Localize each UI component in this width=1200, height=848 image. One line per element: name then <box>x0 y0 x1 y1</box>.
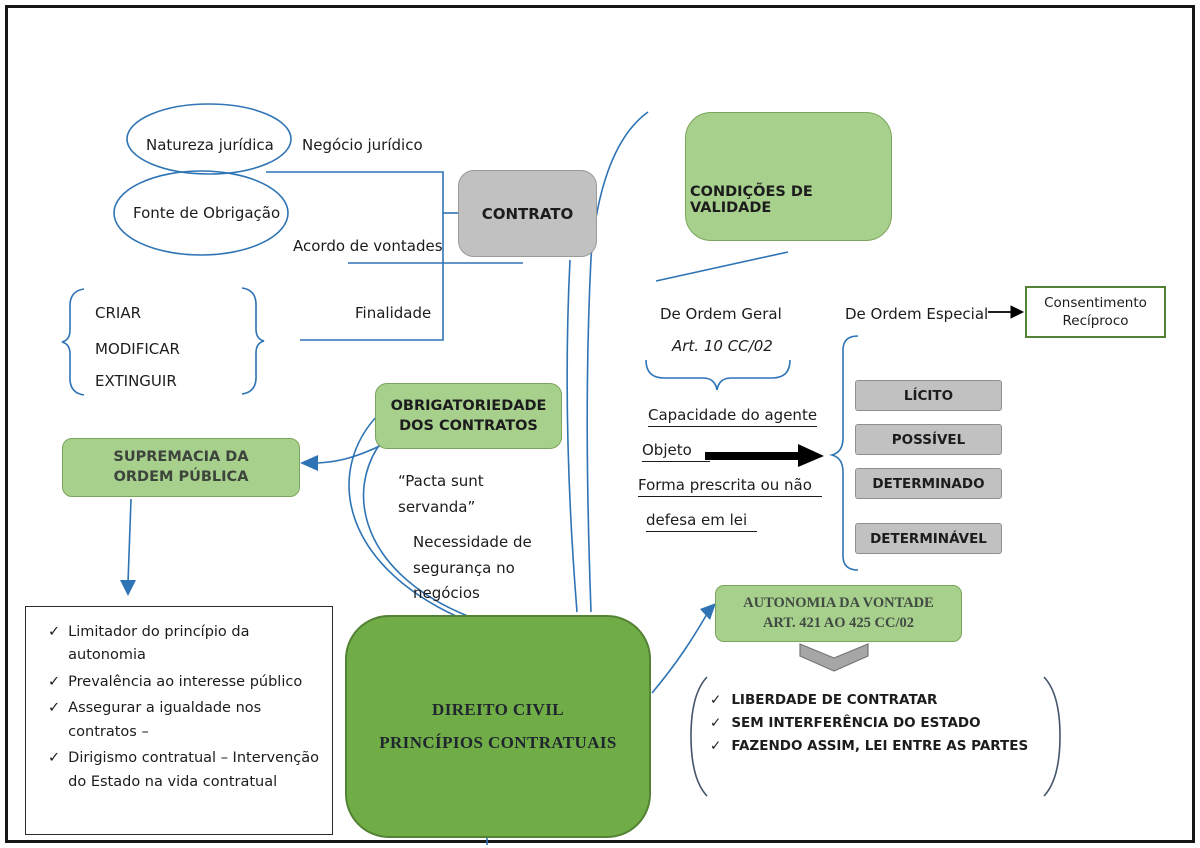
direito-civil-line1: DIREITO CIVIL <box>432 700 564 719</box>
check-icon: ✓ <box>710 715 722 731</box>
autonomia-list-paren-right <box>1043 676 1061 797</box>
autonomia-list-paren-left <box>690 676 708 797</box>
direito-civil-box: DIREITO CIVIL PRINCÍPIOS CONTRATUAIS <box>345 615 651 838</box>
condicoes-validade-box: CONDIÇÕES DE VALIDADE <box>685 112 892 241</box>
consentimento-reciproco-label: Consentimento Recíproco <box>1044 294 1147 329</box>
acordo-vontades-label: Acordo de vontades <box>293 237 443 255</box>
requisito-capacidade: Capacidade do agente <box>648 406 818 427</box>
requisito-forma: Forma prescrita ou não <box>638 476 822 497</box>
check-icon: ✓ <box>710 738 722 754</box>
ordem-especial-arrowhead-icon <box>1010 305 1025 319</box>
checklist-item-text: Dirigismo contratual – Intervenção do Es… <box>68 750 320 790</box>
consentimento-reciproco-box: Consentimento Recíproco <box>1025 286 1166 338</box>
checklist-item-text: Prevalência ao interesse público <box>68 673 303 690</box>
natureza-juridica-label: Natureza jurídica <box>146 136 274 154</box>
autonomia-checklist: ✓ LIBERDADE DE CONTRATAR ✓ SEM INTERFERÊ… <box>710 692 1058 754</box>
atributo-licito-box: LÍCITO <box>855 380 1002 411</box>
checklist-item-text: Limitador do princípio da autonomia <box>68 624 250 664</box>
ordem-geral-underbrace <box>645 359 791 391</box>
atributo-determinado-label: DETERMINADO <box>872 475 985 492</box>
objeto-arrow-icon <box>705 444 824 467</box>
atributo-licito-label: LÍCITO <box>903 387 954 404</box>
atributo-determinavel-box: DETERMINÁVEL <box>855 523 1002 554</box>
check-icon: ✓ <box>710 692 722 708</box>
obrig-supremacia-arrowhead-icon <box>300 455 318 471</box>
contrato-direito-curve-1 <box>586 257 592 613</box>
requisito-objeto: Objeto <box>642 441 710 462</box>
check-icon: ✓ <box>48 750 61 767</box>
checklist-item-text: LIBERDADE DE CONTRATAR <box>731 692 938 708</box>
atributo-possivel-box: POSSÍVEL <box>855 424 1002 455</box>
ordem-especial-title: De Ordem Especial <box>845 305 989 323</box>
verbos-brace-left <box>61 288 85 396</box>
verbo-criar-label: CRIAR <box>95 304 142 322</box>
direito-autonomia-arrow-line <box>651 613 708 694</box>
checklist-item: ✓ LIBERDADE DE CONTRATAR <box>710 692 1058 708</box>
contrato-direito-curve-2 <box>566 259 578 613</box>
condicoes-validade-label: CONDIÇÕES DE VALIDADE <box>690 184 813 216</box>
direito-obrig-curve-2 <box>362 429 471 618</box>
condicoes-contrato-curve <box>590 111 649 259</box>
fonte-obrigacao-label: Fonte de Obrigação <box>133 204 281 222</box>
contrato-label: CONTRATO <box>481 204 574 223</box>
verbo-extinguir-label: EXTINGUIR <box>95 372 177 390</box>
requisito-defesa: defesa em lei <box>646 511 758 532</box>
check-icon: ✓ <box>48 700 61 717</box>
autonomia-arrowhead-icon <box>700 603 716 620</box>
verbos-brace-right <box>241 287 265 395</box>
atributos-brace <box>828 335 859 571</box>
pacta-sunt-servanda-quote: “Pacta sunt servanda” <box>398 472 484 517</box>
checklist-item-text: FAZENDO ASSIM, LEI ENTRE AS PARTES <box>731 738 1029 754</box>
checklist-item: ✓ Assegurar a igualdade nos contratos – <box>48 697 326 744</box>
finalidade-label: Finalidade <box>355 304 432 322</box>
checklist-item-text: Assegurar a igualdade nos contratos – <box>68 700 262 740</box>
checklist-item: ✓ FAZENDO ASSIM, LEI ENTRE AS PARTES <box>710 738 1058 754</box>
supremacia-box: SUPREMACIA DA ORDEM PÚBLICA <box>62 438 300 497</box>
fonte-ellipse <box>113 170 289 256</box>
atributo-determinavel-label: DETERMINÁVEL <box>870 530 987 547</box>
checklist-item: ✓ Limitador do princípio da autonomia <box>48 621 326 668</box>
supremacia-arrowhead-icon <box>120 580 136 596</box>
direito-obrig-curve-1 <box>348 413 459 618</box>
checklist-item-text: SEM INTERFERÊNCIA DO ESTADO <box>731 715 981 731</box>
autonomia-line2: ART. 421 AO 425 CC/02 <box>762 615 915 631</box>
negocio-juridico-label: Negócio jurídico <box>302 136 423 154</box>
obrigatoriedade-label: OBRIGATORIEDADE DOS CONTRATOS <box>390 397 547 434</box>
supremacia-checklist-box: ✓ Limitador do princípio da autonomia ✓ … <box>25 606 333 835</box>
check-icon: ✓ <box>48 673 61 690</box>
verbo-modificar-label: MODIFICAR <box>95 340 180 358</box>
necessidade-seguranca-note: Necessidade de segurança no negócios <box>413 533 532 602</box>
supremacia-down-arrow-line <box>127 498 132 584</box>
direito-civil-line2: PRINCÍPIOS CONTRATUAIS <box>379 733 617 752</box>
ordem-geral-title: De Ordem Geral <box>660 305 782 323</box>
checklist-item: ✓ Dirigismo contratual – Intervenção do … <box>48 747 326 794</box>
natureza-ellipse <box>126 103 292 175</box>
ordem-geral-artigo: Art. 10 CC/02 <box>672 337 773 355</box>
atributo-determinado-box: DETERMINADO <box>855 468 1002 499</box>
autonomia-line1: AUTONOMIA DA VONTADE <box>743 595 934 611</box>
checklist-item: ✓ Prevalência ao interesse público <box>48 671 326 694</box>
bracket-line <box>266 171 444 341</box>
chevron-down-icon <box>799 643 869 672</box>
atributo-possivel-label: POSSÍVEL <box>891 431 966 448</box>
supremacia-label: SUPREMACIA DA ORDEM PÚBLICA <box>113 448 249 485</box>
check-icon: ✓ <box>48 624 61 640</box>
autonomia-box: AUTONOMIA DA VONTADE ART. 421 AO 425 CC/… <box>715 585 962 642</box>
checklist-item: ✓ SEM INTERFERÊNCIA DO ESTADO <box>710 715 1058 731</box>
condicoes-underline <box>655 251 789 282</box>
obrig-supremacia-arrow-line <box>317 441 389 464</box>
contrato-box: CONTRATO <box>458 170 597 257</box>
obrigatoriedade-box: OBRIGATORIEDADE DOS CONTRATOS <box>375 383 562 449</box>
